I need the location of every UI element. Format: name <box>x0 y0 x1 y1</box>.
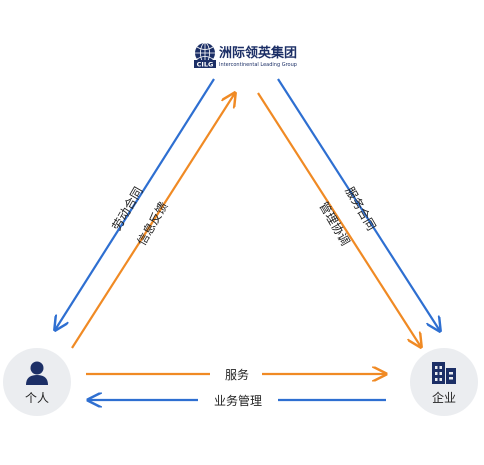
company-logo: CILG 洲际领英集团 Intercontinental Leading Gro… <box>194 42 297 69</box>
emblem-banner <box>194 60 216 68</box>
building-icon <box>432 362 456 384</box>
company-node: 企业 <box>410 348 478 416</box>
feedback-arrow <box>71 93 235 349</box>
emblem-text: CILG <box>197 61 214 69</box>
service-contract-arrow <box>277 78 440 331</box>
label-info-feedback: 信息反馈 <box>134 199 171 248</box>
company-name-english: Intercontinental Leading Group <box>219 62 297 68</box>
label-business-management: 业务管理 <box>214 393 262 408</box>
management-coordination-arrow <box>257 92 421 347</box>
person-node: 个人 <box>3 348 71 416</box>
person-label: 个人 <box>25 391 49 405</box>
labor-contract-arrow <box>55 78 215 330</box>
person-icon <box>26 361 48 385</box>
label-management-coordination: 管理协调 <box>316 199 353 248</box>
label-service: 服务 <box>225 367 249 382</box>
company-name: 洲际领英集团 <box>219 45 297 61</box>
company-label: 企业 <box>432 390 456 405</box>
label-labor-contract: 劳动合同 <box>109 184 146 233</box>
label-service-contract: 服务合同 <box>342 184 379 233</box>
